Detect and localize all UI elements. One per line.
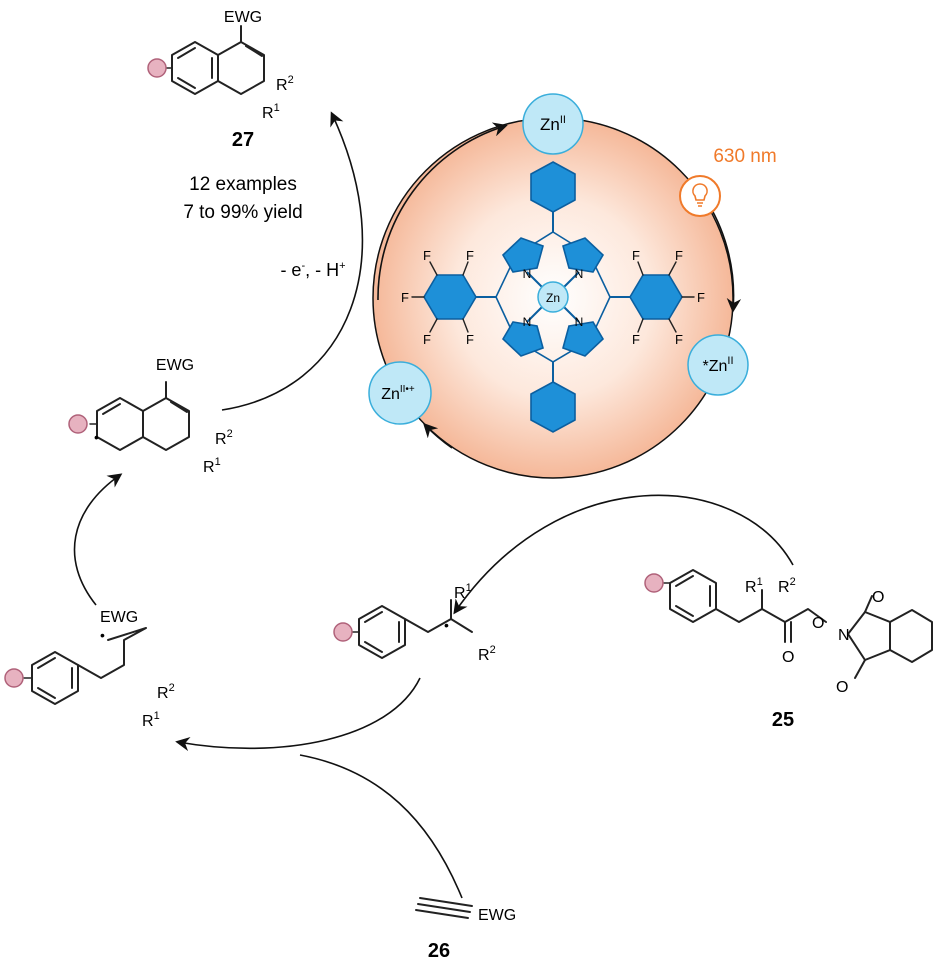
excitation-arrow (707, 202, 742, 313)
cyclized-r1-label: R1 (203, 456, 221, 476)
alkyl-r2-label: R2 (478, 644, 496, 664)
product-r1-label: R1 (262, 102, 280, 122)
decarboxylation-arrow (453, 494, 794, 615)
vinyl-ewg-label: EWG (100, 609, 138, 626)
excited-state-label: *ZnII (702, 355, 733, 375)
substituent-marker (644, 573, 664, 593)
substituent-marker (333, 622, 353, 642)
alkyne-structure (415, 897, 473, 919)
radical-dot: • (94, 429, 99, 445)
substrate-r2-label: R2 (778, 576, 796, 596)
vinyl-r1-label: R1 (142, 710, 160, 730)
imide-n-label: N (838, 627, 850, 644)
alkyl-r1-label: R1 (454, 582, 472, 602)
ground-state-bubble (522, 93, 584, 155)
nhpi-ester-structure (663, 569, 933, 679)
vinyl-radical-structure (23, 627, 147, 705)
fluorine-label: F (401, 290, 409, 305)
pyrrole-ring (562, 237, 605, 273)
pyrrole-ring (562, 321, 605, 357)
zn-center-label: Zn (546, 291, 560, 305)
substituent-marker (147, 58, 167, 78)
alkyne-ewg-label: EWG (478, 907, 516, 924)
yield-range: 7 to 99% yield (183, 202, 302, 223)
cyclized-ewg-label: EWG (156, 357, 194, 374)
fluorine-label: F (632, 248, 640, 263)
phenyl-ring (530, 161, 576, 213)
nitrogen-label: N (523, 267, 532, 281)
pyrrole-ring (501, 321, 544, 357)
phenyl-ring (530, 381, 576, 433)
substrate-r1-label: R1 (745, 576, 763, 596)
fluorine-label: F (632, 332, 640, 347)
fluorine-label: F (675, 332, 683, 347)
fluorine-label: F (697, 290, 705, 305)
pyrrole-ring (501, 237, 544, 273)
ground-state-label: ZnII (540, 114, 566, 134)
cyclized-r2-label: R2 (215, 428, 233, 448)
zinc-porphyrin (411, 161, 695, 433)
fluorine-label: F (466, 332, 474, 347)
fluorine-label: F (675, 248, 683, 263)
substituent-marker (4, 668, 24, 688)
cyclization-arrow (73, 473, 123, 606)
product-ewg-label: EWG (224, 9, 262, 26)
wavelength-label: 630 nm (713, 146, 776, 167)
fluorine-label: F (423, 332, 431, 347)
nitrogen-label: N (523, 315, 532, 329)
imide-o-top-label: O (872, 589, 884, 606)
substrate-number: 25 (772, 709, 794, 731)
product-r2-label: R2 (276, 74, 294, 94)
product-27-structure (165, 25, 265, 95)
set-arrow (423, 422, 453, 449)
nitrogen-label: N (575, 315, 584, 329)
fluorine-label: F (423, 248, 431, 263)
radical-addition-arrow (175, 677, 421, 752)
alkyne-number: 26 (428, 940, 450, 962)
scope-count: 12 examples (189, 174, 297, 195)
excited-state-bubble (687, 334, 749, 396)
alkyl-radical-dot: • (444, 617, 449, 633)
cyclohexadienyl-radical-structure (89, 381, 190, 451)
nitrogen-label: N (575, 267, 584, 281)
bulb-glyph (692, 183, 708, 207)
product-number: 27 (232, 129, 254, 151)
vinyl-radical-dot: • (100, 627, 105, 643)
regeneration-arrow (377, 122, 508, 301)
carbonyl-o-label: O (782, 649, 794, 666)
oxidation-step-label: - e-, - H+ (280, 260, 345, 280)
zn-center-bubble (537, 281, 569, 313)
oxidation-arrow (221, 111, 364, 411)
substituent-marker (68, 414, 88, 434)
oxidized-state-label: ZnII•+ (381, 384, 415, 403)
imide-o-bottom-label: O (836, 679, 848, 696)
ester-o-label: O (812, 615, 824, 632)
alkyl-radical-structure (351, 599, 473, 659)
alkyne-feed-arrow (299, 754, 463, 899)
fluorine-label: F (466, 248, 474, 263)
vinyl-r2-label: R2 (157, 682, 175, 702)
bulb-icon (679, 175, 721, 217)
oxidized-state-bubble (368, 361, 432, 425)
